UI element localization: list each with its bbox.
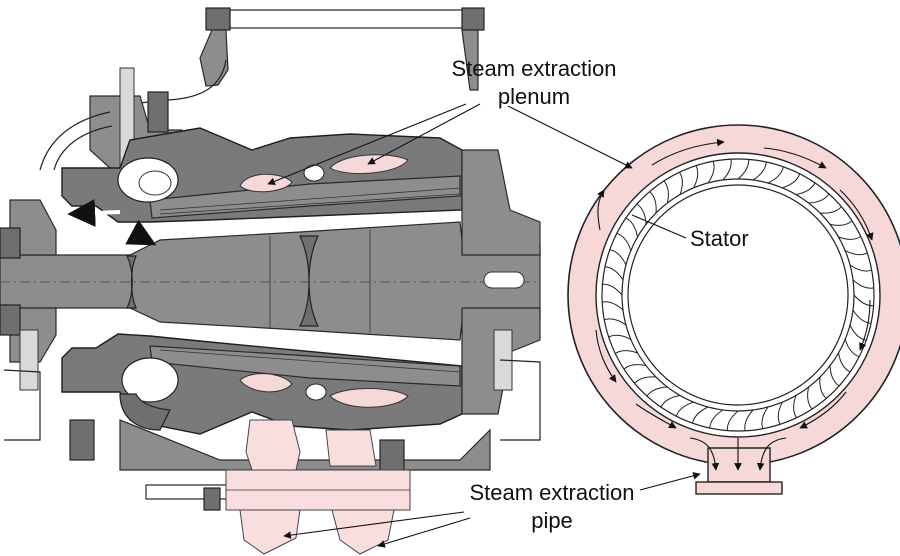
pipe-leader-1 [283, 511, 465, 539]
stator-vane [795, 182, 816, 195]
stator-vane [737, 159, 750, 180]
stator-vane [807, 386, 813, 410]
stator-vane [625, 217, 638, 238]
plenum-label-line2: plenum [498, 84, 570, 109]
plenum-leader-3 [507, 105, 633, 169]
stator-vane [679, 171, 683, 195]
stator-vane [852, 309, 872, 324]
stator-vane [819, 376, 827, 399]
stator-vane [660, 395, 681, 408]
stator-vane [646, 386, 668, 397]
ring-extraction-pipe [695, 447, 783, 495]
pipe-leader-3 [639, 472, 701, 491]
stator-vane [853, 294, 874, 307]
stator-vane [709, 409, 724, 429]
plenum-label-line1: Steam extraction [451, 56, 616, 81]
stator-leader [631, 214, 687, 239]
stator-vane [782, 173, 801, 189]
stator-vane [604, 318, 627, 326]
stator-vane [819, 206, 842, 214]
stator-vane [726, 410, 739, 431]
stator-vane [707, 161, 715, 184]
stator-vane [829, 365, 840, 387]
stator-vane [609, 249, 627, 266]
stator-ring-cross-section [567, 124, 900, 495]
stator-vanes [602, 159, 874, 431]
stator-vane [636, 203, 647, 225]
upper-plenum-cavities [239, 154, 409, 193]
stator-vane [808, 193, 830, 204]
stator-vane [692, 406, 709, 424]
lower-plenum-cavities [239, 373, 409, 408]
stator-vane [602, 283, 623, 296]
stator-label: Stator [631, 214, 749, 251]
stator-vane [663, 180, 669, 204]
stator-vane [838, 236, 862, 240]
stator-vane [829, 220, 853, 226]
stator-vane [693, 165, 699, 189]
stator-label-text: Stator [690, 226, 749, 251]
stator-vane [722, 159, 732, 181]
plenum-leader-2 [367, 103, 481, 165]
plenum-leader-1 [267, 103, 467, 185]
plenum-label: Steam extraction plenum [267, 56, 633, 185]
stator-vane [849, 264, 872, 272]
turbine-cross-section [0, 7, 541, 555]
rotor-shaft [0, 221, 541, 341]
stator-vane [608, 334, 632, 340]
stator-vane [604, 266, 624, 281]
stator-vane [844, 250, 868, 256]
stator-vane [744, 409, 754, 431]
stator-vane [616, 232, 632, 251]
pipe-label: Steam extraction pipe [283, 472, 701, 548]
stator-vane [602, 301, 624, 311]
stator-vane [623, 364, 647, 370]
stator-vane [675, 401, 694, 417]
stator-vane [849, 324, 867, 341]
pipe-leader-2 [377, 517, 471, 548]
stator-vane [649, 191, 657, 214]
stator-vane [614, 350, 638, 354]
stator-vane [634, 376, 657, 384]
stator-vane [752, 161, 767, 181]
stator-vane [852, 279, 874, 289]
ring-flow-arrows [595, 138, 874, 471]
stator-vane [761, 406, 769, 429]
stator-vane [838, 352, 851, 373]
flow-arrows-left [67, 199, 157, 246]
extraction-pipes [225, 419, 411, 555]
end-housings [0, 149, 541, 441]
bottom-support [69, 419, 491, 511]
stator-vane [767, 166, 784, 184]
stator-vane [777, 401, 783, 425]
stator-vane [793, 395, 797, 419]
pipe-label-line2: pipe [531, 508, 573, 533]
stator-vane [844, 339, 860, 358]
top-support-bracket [129, 7, 485, 105]
pipe-label-line1: Steam extraction [469, 480, 634, 505]
